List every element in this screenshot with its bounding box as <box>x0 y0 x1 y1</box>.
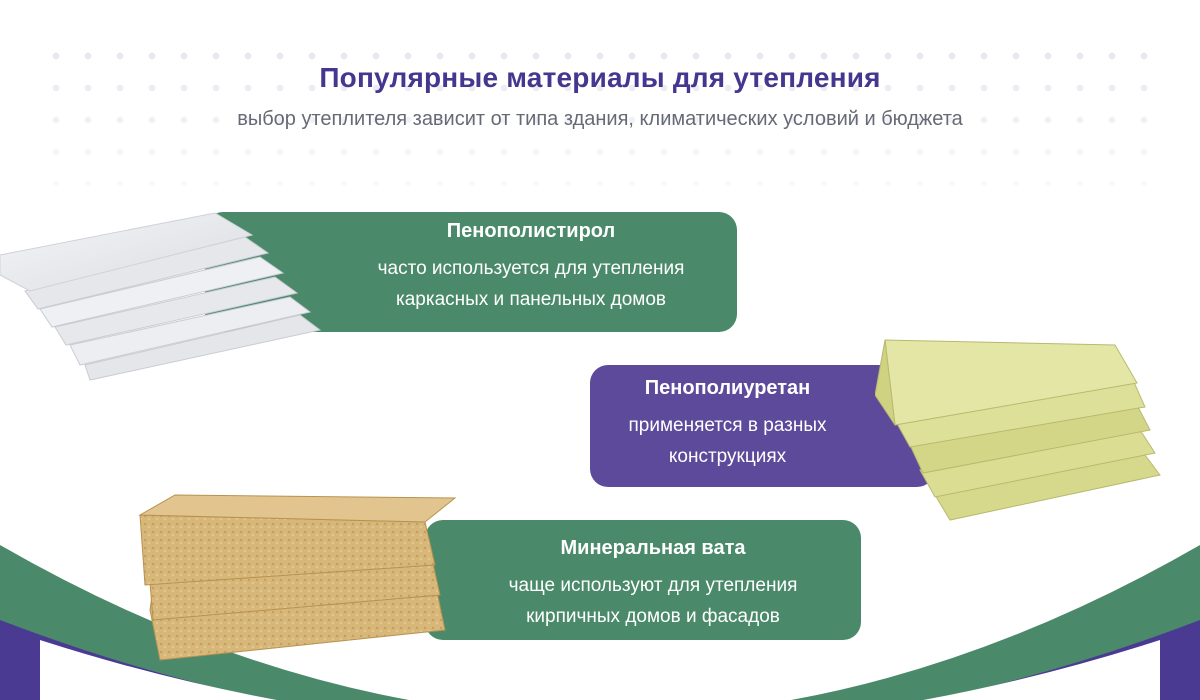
card-description-line: каркасных и панельных домов <box>395 289 667 310</box>
card-polyurethane: Пенополиуретан применяется в разных конс… <box>590 365 935 487</box>
card-description-line: кирпичных домов и фасадов <box>526 606 780 627</box>
card-description-line: применяется в разных <box>628 415 827 436</box>
card-title: Пенополиуретан <box>644 377 811 399</box>
card-description: чаще используют для утепления кирпичных … <box>445 570 861 632</box>
card-title: Минеральная вата <box>560 537 746 559</box>
card-description-line: часто используется для утепления <box>377 258 685 279</box>
card-title: Пенополистирол <box>446 220 616 242</box>
card-description-line: конструкциях <box>668 446 787 467</box>
card-description: применяется в разных конструкциях <box>610 410 845 472</box>
mineral-wool-slabs-image <box>138 494 457 661</box>
card-description-line: чаще используют для утепления <box>508 575 798 596</box>
page-subtitle: выбор утеплителя зависит от типа здания,… <box>237 108 963 130</box>
card-mineral-wool: Минеральная вата чаще используют для уте… <box>425 520 861 640</box>
card-description: часто используется для утепления каркасн… <box>325 253 737 315</box>
dot-pattern-background <box>40 40 1160 190</box>
polystyrene-boards-image <box>0 212 322 381</box>
polyurethane-boards-image <box>875 339 1161 521</box>
page-title: Популярные материалы для утепления <box>319 62 881 93</box>
page-header: Популярные материалы для утепления выбор… <box>0 62 1200 131</box>
